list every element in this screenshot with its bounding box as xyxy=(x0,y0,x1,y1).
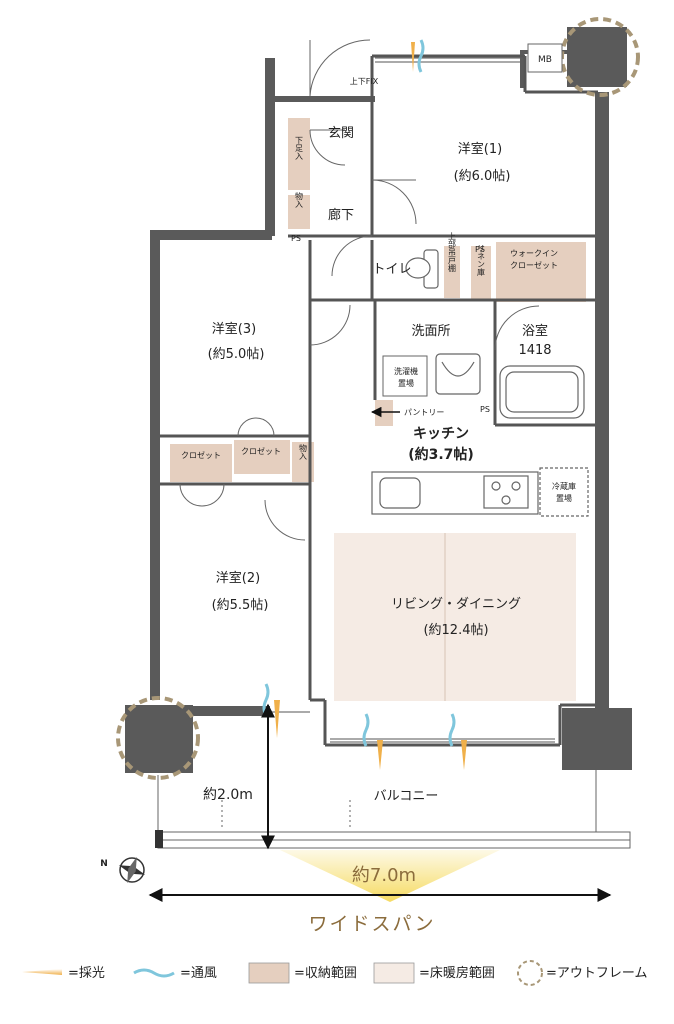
toilet-label: トイレ xyxy=(372,262,411,277)
legend-light-label: =採光 xyxy=(68,966,105,981)
light-mark-bottom-left xyxy=(274,700,280,738)
hallway-label: 廊下 xyxy=(328,207,354,223)
legend-storage-icon xyxy=(248,962,290,984)
west2-storage-label: 物入 xyxy=(299,443,308,460)
interior-walls xyxy=(160,54,598,747)
western3-name: 洋室(3) xyxy=(212,321,256,337)
light-mark-top xyxy=(411,42,415,72)
walkin-closet-area xyxy=(496,242,586,302)
laundry-label-2: 置場 xyxy=(398,378,414,388)
closet-b-label: クロゼット xyxy=(241,446,281,456)
pantry-area xyxy=(375,400,393,426)
upper-cabinet-label: 上部吊戸棚 xyxy=(448,232,457,273)
legend-storage-label: =収納範囲 xyxy=(294,966,357,981)
closet-b-area xyxy=(234,440,290,474)
hall-storage-label: 物入 xyxy=(295,191,304,208)
toilet-fixture xyxy=(405,249,439,289)
light-mark-bottom-mid xyxy=(377,740,383,770)
closet-a-area xyxy=(170,444,232,482)
frontage-glow xyxy=(280,850,500,902)
living-size: (約12.4帖) xyxy=(423,623,488,638)
fridge-label-2: 置場 xyxy=(556,493,572,503)
legend: =採光 =通風 =収納範囲 =床暖房範囲 =アウトフレーム xyxy=(22,960,648,986)
linen-area xyxy=(471,246,491,300)
upper-cabinet-area xyxy=(444,246,460,298)
mb-box xyxy=(527,43,563,73)
legend-floor-heating-label: =床暖房範囲 xyxy=(419,965,495,981)
pantry-label: パントリー xyxy=(404,408,444,417)
living-name: リビング・ダイニング xyxy=(391,597,521,612)
windows xyxy=(270,57,555,743)
western1-name: 洋室(1) xyxy=(458,141,502,157)
linen-label: リネン庫 xyxy=(477,244,486,277)
frontage-label: 約7.0m xyxy=(352,865,416,886)
wind-mark-bottom-mid xyxy=(362,713,370,747)
floor-heating-area xyxy=(334,533,576,701)
bath-label: 浴室 xyxy=(522,323,548,339)
western3-size: (約5.0帖) xyxy=(208,347,265,362)
legend-floor-heating-icon xyxy=(373,962,415,984)
compass-icon xyxy=(118,856,146,884)
legend-outframe-icon xyxy=(517,960,543,986)
light-marks xyxy=(274,42,467,770)
column-bottom-right xyxy=(562,708,632,770)
legend-wind-icon xyxy=(133,968,175,978)
fridge-label-1: 冷蔵庫 xyxy=(552,481,576,491)
wind-mark-top xyxy=(417,39,425,73)
outframe-column-bottom xyxy=(116,696,200,780)
light-mark-bottom-right xyxy=(461,740,467,770)
legend-outframe-label: =アウトフレーム xyxy=(546,966,648,981)
legend-wind-label: =通風 xyxy=(180,966,217,981)
balcony-label: バルコニー xyxy=(374,789,439,804)
western2-size: (約5.5帖) xyxy=(212,598,269,613)
outer-walls xyxy=(150,50,609,716)
entrance-label: 玄関 xyxy=(328,126,354,141)
wide-span-label: ワイドスパン xyxy=(309,913,436,935)
door-swings xyxy=(179,39,540,541)
bath-size: 1418 xyxy=(518,343,551,358)
shoe-box-label: 下足入 xyxy=(295,136,304,160)
kitchen-name: キッチン xyxy=(413,426,469,442)
western1-size: (約6.0帖) xyxy=(454,169,511,184)
western2-name: 洋室(2) xyxy=(216,570,260,586)
wind-mark-bottom-right xyxy=(448,713,456,747)
laundry-space xyxy=(382,355,428,397)
legend-light-icon xyxy=(22,969,62,975)
compass-label: N xyxy=(100,859,108,869)
window-fix-label: 上下FIX xyxy=(350,77,379,86)
wash-basin xyxy=(435,353,481,395)
balcony-depth-label: 約2.0m xyxy=(203,787,253,803)
walkin-label-1: ウォークイン xyxy=(510,249,558,258)
balcony-edge xyxy=(155,830,163,848)
shoe-box-area xyxy=(288,118,310,190)
walkin-label-2: クローゼット xyxy=(510,260,558,270)
laundry-label-1: 洗濯機 xyxy=(394,366,418,376)
mb-label: MB xyxy=(538,55,552,65)
bathtub xyxy=(499,365,585,419)
ps-left-label: PS xyxy=(291,234,301,243)
kitchen-counter xyxy=(371,467,589,517)
balcony-outline xyxy=(157,770,631,849)
closet-a-label: クロゼット xyxy=(181,450,221,460)
ps-kitchen-label: PS xyxy=(480,405,490,414)
washroom-label: 洗面所 xyxy=(411,324,450,339)
hall-storage-area xyxy=(288,195,310,229)
kitchen-size: (約3.7帖) xyxy=(408,446,474,463)
ps-top-label: PS xyxy=(475,245,485,254)
outframe-column-top xyxy=(560,17,640,97)
